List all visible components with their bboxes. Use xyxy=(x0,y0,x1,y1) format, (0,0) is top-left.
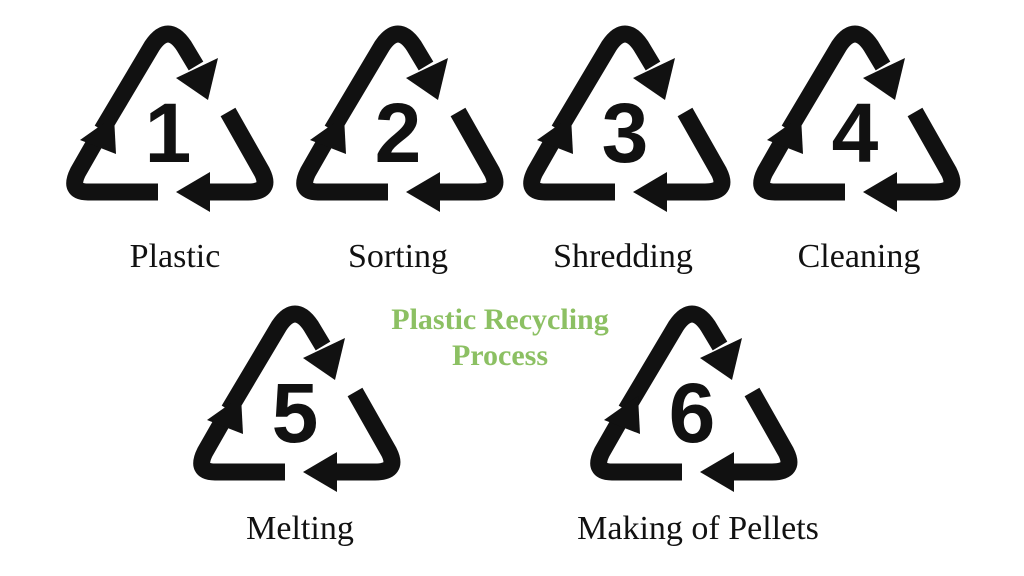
step-6-number: 6 xyxy=(669,366,716,460)
step-1-symbol: 1 xyxy=(58,12,278,212)
step-6-symbol: 6 xyxy=(582,292,802,492)
recycling-triangle-icon: 5 xyxy=(185,292,405,492)
step-4-label: Cleaning xyxy=(797,238,921,275)
recycling-triangle-icon: 6 xyxy=(582,292,802,492)
step-5-label: Melting xyxy=(246,510,354,547)
step-3-label: Shredding xyxy=(553,238,693,275)
step-2-symbol: 2 xyxy=(288,12,508,212)
step-5-symbol: 5 xyxy=(185,292,405,492)
recycling-triangle-icon: 1 xyxy=(58,12,278,212)
step-6-label: Making of Pellets xyxy=(577,510,819,547)
diagram-title: Plastic Recycling Process xyxy=(391,302,608,374)
step-1-number: 1 xyxy=(145,86,192,180)
recycling-triangle-icon: 2 xyxy=(288,12,508,212)
step-5-number: 5 xyxy=(272,366,319,460)
step-1-label: Plastic xyxy=(129,238,221,275)
title-line-1: Plastic Recycling xyxy=(391,303,609,336)
recycling-triangle-icon: 4 xyxy=(745,12,965,212)
recycling-triangle-icon: 3 xyxy=(515,12,735,212)
step-4-symbol: 4 xyxy=(745,12,965,212)
step-3-symbol: 3 xyxy=(515,12,735,212)
step-2-number: 2 xyxy=(375,86,422,180)
step-2-label: Sorting xyxy=(347,238,449,275)
title-line-2: Process xyxy=(451,339,549,372)
step-3-number: 3 xyxy=(602,86,649,180)
step-4-number: 4 xyxy=(832,86,879,180)
